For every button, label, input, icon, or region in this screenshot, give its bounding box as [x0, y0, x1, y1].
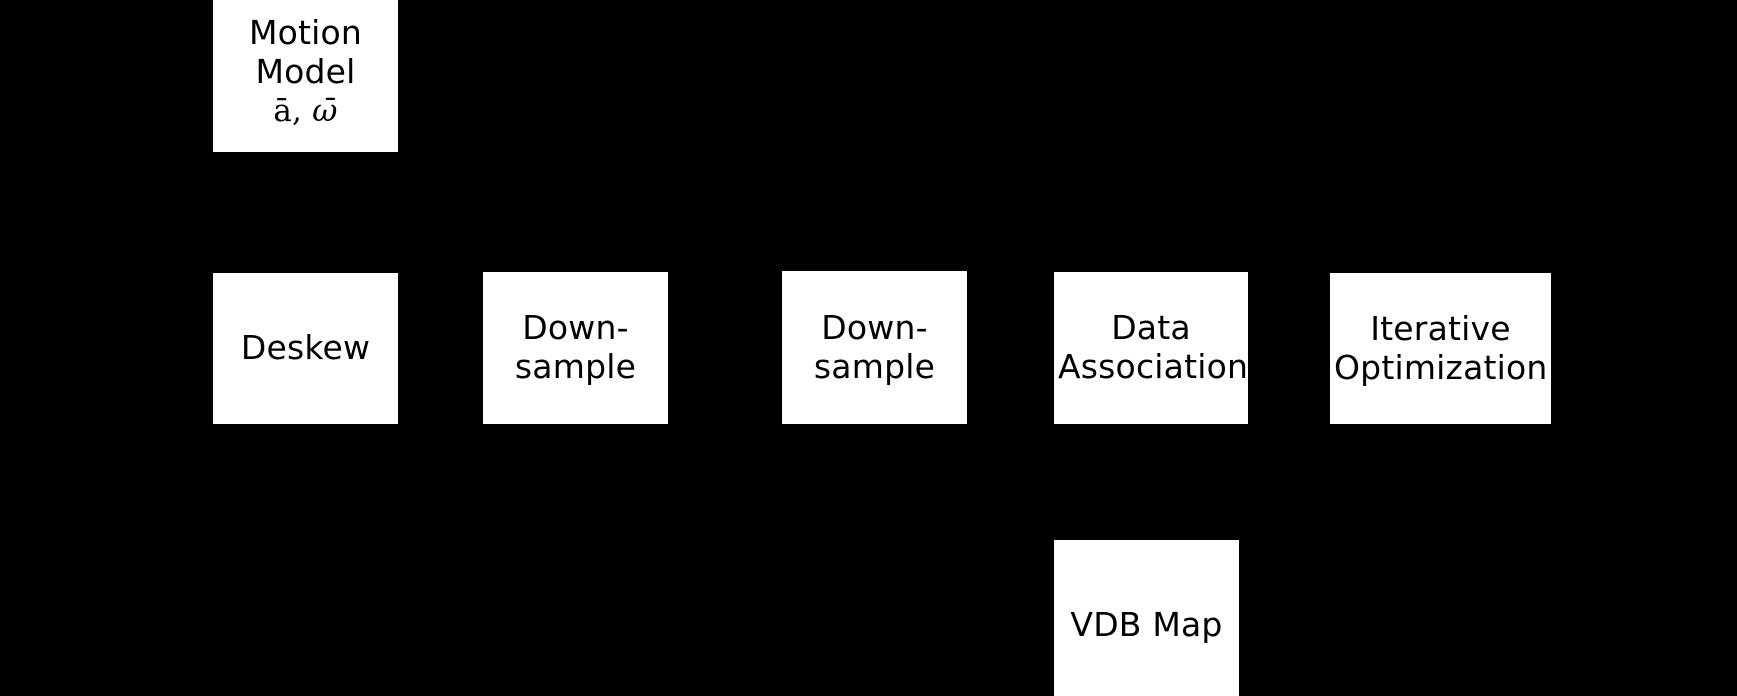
node-vdb-map[interactable]: VDB Map	[1054, 540, 1239, 696]
symbol-omega-bar: ω̄	[312, 93, 338, 130]
node-iterative-optimization[interactable]: Iterative Optimization	[1330, 273, 1551, 424]
node-downsample-2-label: Down- sample	[813, 307, 936, 386]
symbol-separator: ,	[292, 93, 303, 130]
node-downsample-1[interactable]: Down- sample	[483, 272, 668, 424]
node-deskew-label: Deskew	[240, 328, 371, 368]
node-iterative-optimization-label: Iterative Optimization	[1334, 308, 1548, 387]
node-deskew[interactable]: Deskew	[213, 273, 398, 424]
node-motion-model-symbols: ā, ω̄	[217, 93, 394, 130]
node-vdb-map-label: VDB Map	[1070, 604, 1223, 644]
node-data-association-label: Data Association	[1058, 308, 1249, 386]
node-downsample-2[interactable]: Down- sample	[782, 271, 967, 424]
node-motion-model[interactable]: Motion Model ā, ω̄	[213, 0, 398, 152]
symbol-accel-bar: ā	[273, 93, 293, 130]
node-data-association[interactable]: Data Association	[1054, 272, 1248, 424]
node-downsample-1-label: Down- sample	[514, 308, 637, 386]
node-motion-model-label: Motion Model	[248, 13, 363, 92]
